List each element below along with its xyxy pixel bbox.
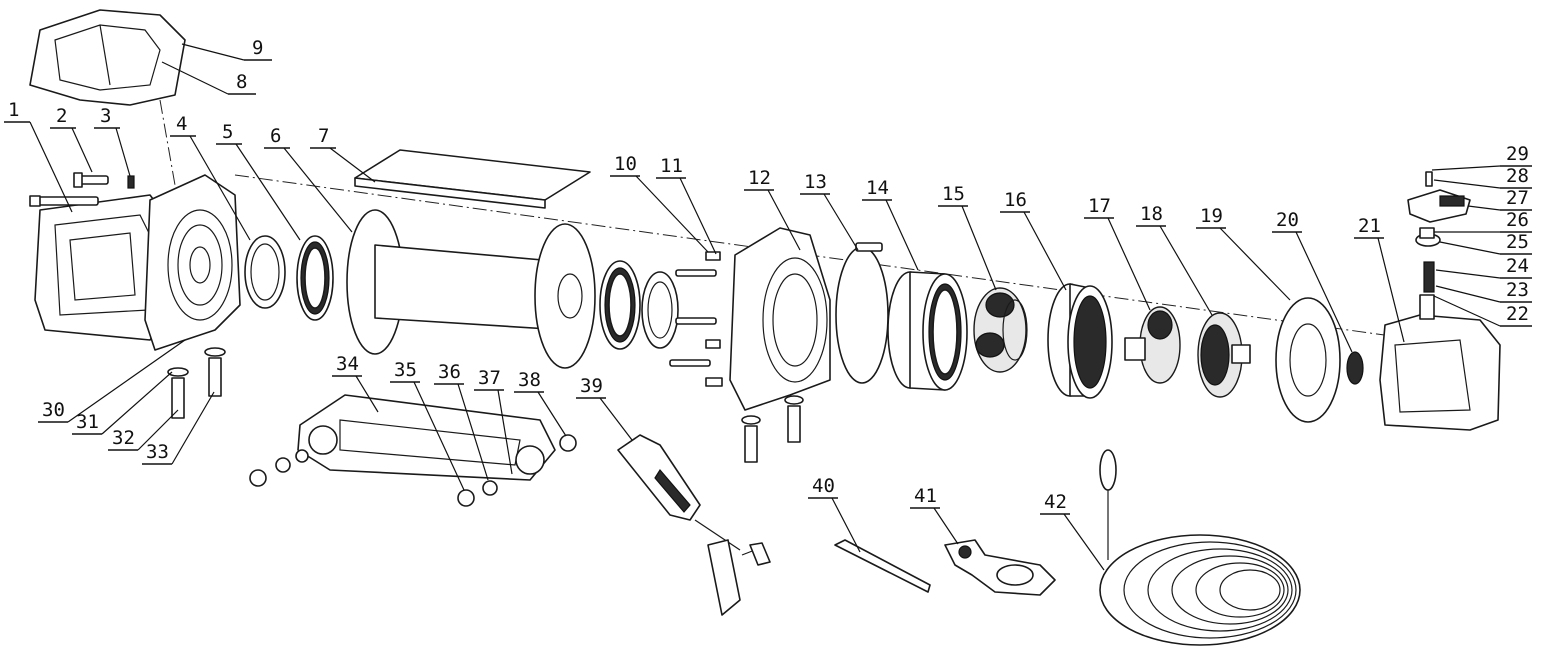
part-wire-rope [1099, 449, 1301, 646]
part-bushing-20 [1346, 351, 1364, 385]
callout-label: 5 [222, 121, 233, 143]
part-fairlead-hardware [249, 434, 577, 507]
callout-label: 12 [748, 167, 771, 189]
callout-label: 25 [1506, 231, 1529, 253]
callout-label: 31 [76, 411, 99, 433]
part-cable-drum [346, 209, 596, 369]
callout-label: 36 [438, 361, 461, 383]
part-planet-carrier-15 [973, 287, 1028, 373]
callout-label: 6 [270, 125, 281, 147]
callout-label: 39 [580, 375, 603, 397]
part-motor-end-plate [144, 174, 241, 351]
part-clip-3 [127, 175, 135, 189]
callout-label: 11 [660, 155, 683, 177]
part-sun-gear-17 [1124, 306, 1181, 384]
callout-label: 23 [1506, 279, 1529, 301]
cover-axis-line [159, 99, 176, 186]
callout-label: 10 [614, 153, 637, 175]
callout-label: 29 [1506, 143, 1529, 165]
part-tie-bolts [29, 195, 99, 207]
center-axis-line [234, 174, 1421, 341]
callout-label: 20 [1276, 209, 1299, 231]
part-control-box-cover [29, 9, 186, 106]
part-bolt-13 [855, 242, 883, 252]
callout-label: 33 [146, 441, 169, 463]
part-ring-gear [887, 271, 968, 391]
callout-label: 18 [1140, 203, 1163, 225]
callout-label: 37 [478, 367, 501, 389]
part-screw-28 [1425, 171, 1433, 187]
callout-label: 27 [1506, 187, 1529, 209]
callout-label: 24 [1506, 255, 1529, 277]
callout-label: 3 [100, 105, 111, 127]
callout-label: 8 [236, 71, 247, 93]
callout-label: 2 [56, 105, 67, 127]
part-hook [944, 539, 1056, 596]
callout-label: 15 [942, 183, 965, 205]
part-bolt-2 [73, 172, 109, 188]
callout-label: 41 [914, 485, 937, 507]
part-tie-plate [354, 149, 591, 209]
callout-label: 40 [812, 475, 835, 497]
callout-label: 9 [252, 37, 263, 59]
part-ring-housing [1047, 283, 1113, 399]
callout-label: 34 [336, 353, 359, 375]
part-clutch-assembly [1407, 171, 1471, 293]
callout-label: 16 [1004, 189, 1027, 211]
part-gasket-13 [835, 246, 889, 384]
callout-label: 28 [1506, 165, 1529, 187]
callout-label: 38 [518, 369, 541, 391]
callout-label: 7 [318, 125, 329, 147]
part-gear-end-plate [729, 227, 831, 411]
callout-label: 21 [1358, 215, 1381, 237]
part-bolts-30-33 [167, 347, 226, 419]
part-gear-18 [1197, 312, 1251, 398]
callout-label: 26 [1506, 209, 1529, 231]
callout-label: 17 [1088, 195, 1111, 217]
part-seal-4 [244, 235, 286, 309]
callout-label: 4 [176, 113, 187, 135]
part-remote-control [617, 434, 771, 616]
callout-label: 30 [42, 399, 65, 421]
callout-label: 13 [804, 171, 827, 193]
callout-label: 42 [1044, 491, 1067, 513]
part-hook-strap [834, 539, 931, 593]
part-gear-housing [1379, 294, 1501, 431]
callout-label: 22 [1506, 303, 1529, 325]
callout-label: 19 [1200, 205, 1223, 227]
callout-layer: 1 2 3 4 5 6 7 8 9 10 [4, 37, 1532, 571]
part-spring-24 [1423, 261, 1435, 293]
callout-label: 1 [8, 99, 19, 121]
part-brake-disc [1275, 297, 1341, 423]
part-bolts-10-11 [669, 251, 723, 387]
callout-label: 35 [394, 359, 417, 381]
callout-label: 32 [112, 427, 135, 449]
callout-label: 14 [866, 177, 889, 199]
part-mounting-bolts [741, 395, 804, 463]
